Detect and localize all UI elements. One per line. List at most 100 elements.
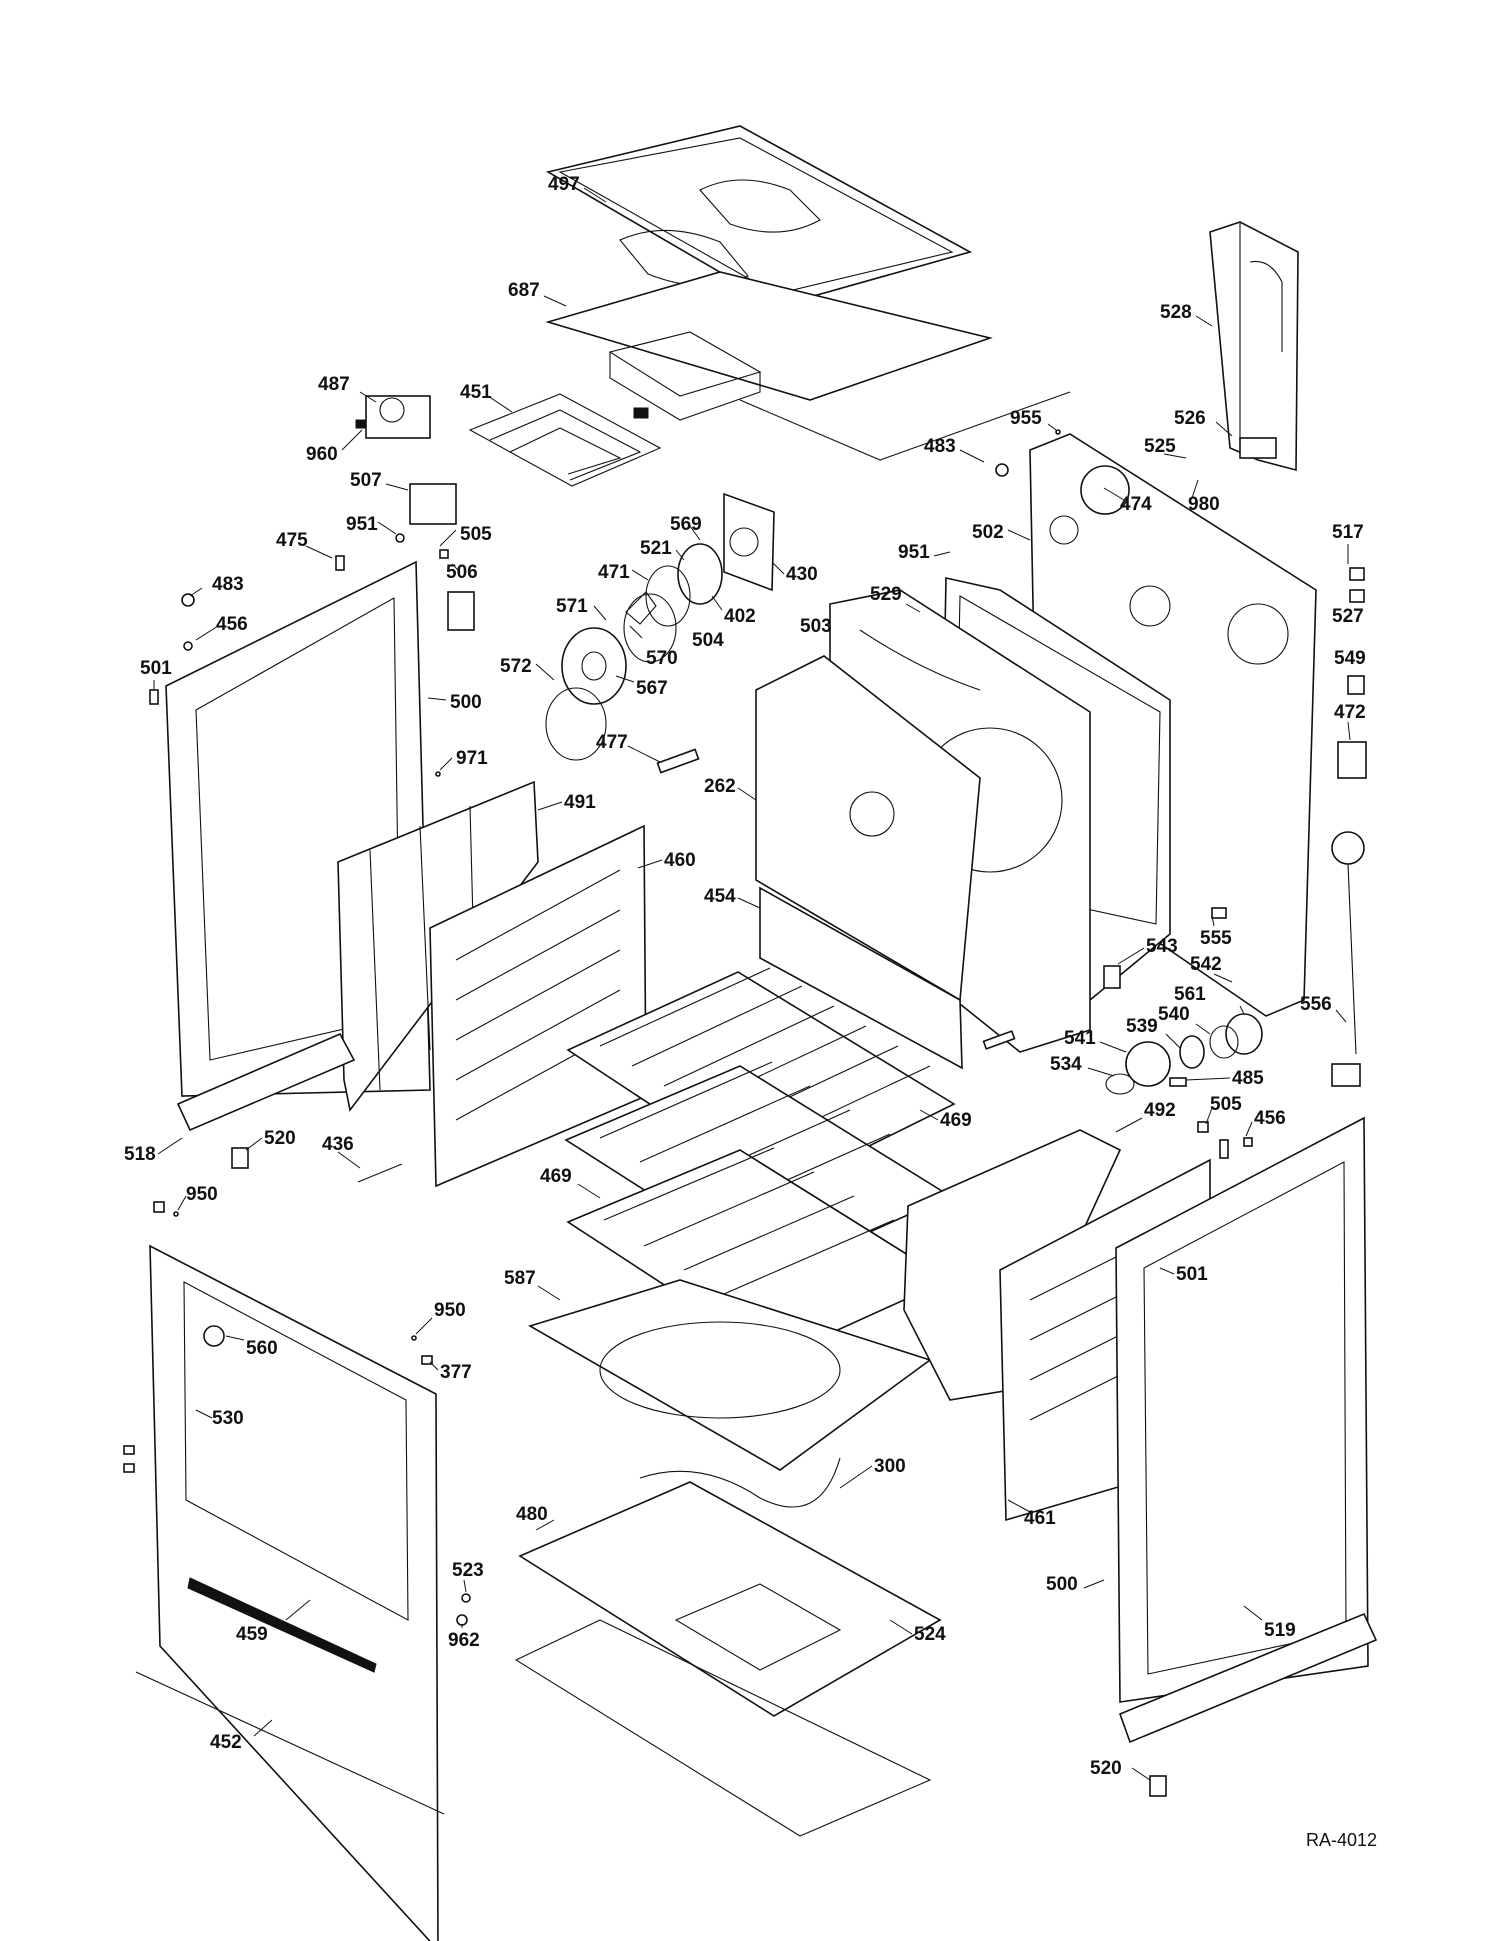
lower-baffle-part-454 xyxy=(759,886,963,1070)
front-frame-part-530 xyxy=(149,1244,439,1941)
callout-436: 436 xyxy=(322,1134,354,1155)
callout-519: 519 xyxy=(1264,1620,1296,1641)
left-base-rail-part-518 xyxy=(176,1032,356,1132)
callout-955: 955 xyxy=(1010,408,1042,429)
callout-503: 503 xyxy=(800,616,832,637)
callout-555: 555 xyxy=(1200,928,1232,949)
broil-element-part-300 xyxy=(639,1457,841,1508)
rear-vent-part-528 xyxy=(1209,221,1299,472)
callout-505: 505 xyxy=(1210,1094,1242,1115)
callout-505: 505 xyxy=(460,524,492,545)
callout-534: 534 xyxy=(1050,1054,1082,1075)
thermostat-part-487 xyxy=(355,395,431,439)
convection-fan-assembly xyxy=(561,543,723,705)
small-hardware-parts xyxy=(123,429,1367,1626)
callout-501: 501 xyxy=(140,658,172,679)
callout-950: 950 xyxy=(434,1300,466,1321)
callout-971: 971 xyxy=(456,748,488,769)
callout-262: 262 xyxy=(704,776,736,797)
sensor-part-477 xyxy=(656,748,700,774)
callout-539: 539 xyxy=(1126,1016,1158,1037)
callout-524: 524 xyxy=(914,1624,946,1645)
callout-962: 962 xyxy=(448,1630,480,1651)
callout-521: 521 xyxy=(640,538,672,559)
callout-523: 523 xyxy=(452,1560,484,1581)
callout-477: 477 xyxy=(596,732,628,753)
right-base-rail-part-519 xyxy=(1118,1612,1378,1744)
callout-500: 500 xyxy=(450,692,482,713)
module-part-507 xyxy=(409,483,457,525)
bottom-panel-part-452 xyxy=(135,1671,445,1815)
callout-542: 542 xyxy=(1190,954,1222,975)
callout-571: 571 xyxy=(556,596,588,617)
callout-501: 501 xyxy=(1176,1264,1208,1285)
callout-402: 402 xyxy=(724,606,756,627)
callout-460: 460 xyxy=(664,850,696,871)
diagram-code: RA-4012 xyxy=(1306,1830,1377,1850)
callout-480: 480 xyxy=(516,1504,548,1525)
callout-469: 469 xyxy=(940,1110,972,1131)
callout-459: 459 xyxy=(236,1624,268,1645)
fan-cover-part-430 xyxy=(723,492,775,592)
insulation-part-687 xyxy=(545,271,1071,461)
callout-549: 549 xyxy=(1334,648,1366,669)
callout-567: 567 xyxy=(636,678,668,699)
callout-540: 540 xyxy=(1158,1004,1190,1025)
cooktop-part-497 xyxy=(545,125,973,307)
leader-lines xyxy=(153,187,1351,1781)
callout-572: 572 xyxy=(500,656,532,677)
callout-507: 507 xyxy=(350,470,382,491)
callout-520: 520 xyxy=(1090,1758,1122,1779)
callout-687: 687 xyxy=(508,280,540,301)
callout-500: 500 xyxy=(1046,1574,1078,1595)
callout-587: 587 xyxy=(504,1268,536,1289)
callout-517: 517 xyxy=(1332,522,1364,543)
callout-451: 451 xyxy=(460,382,492,403)
wire-part-436 xyxy=(357,1163,403,1183)
callout-454: 454 xyxy=(704,886,736,907)
bake-element-part-451 xyxy=(468,393,662,487)
callout-541: 541 xyxy=(1064,1028,1096,1049)
callout-474: 474 xyxy=(1120,494,1152,515)
callout-497: 497 xyxy=(548,174,580,195)
callout-461: 461 xyxy=(1024,1508,1056,1529)
callout-485: 485 xyxy=(1232,1068,1264,1089)
callout-506: 506 xyxy=(446,562,478,583)
callout-377: 377 xyxy=(440,1362,472,1383)
ring-part-572 xyxy=(545,687,607,761)
callout-504: 504 xyxy=(692,630,724,651)
callout-475: 475 xyxy=(276,530,308,551)
callout-502: 502 xyxy=(972,522,1004,543)
callout-951: 951 xyxy=(346,514,378,535)
callout-525: 525 xyxy=(1144,436,1176,457)
leveling-leg-part-520-right xyxy=(1149,1775,1167,1797)
leveling-leg-part-520-left xyxy=(231,1147,249,1169)
drawer-part-480 xyxy=(518,1481,942,1717)
callout-527: 527 xyxy=(1332,606,1364,627)
callout-483: 483 xyxy=(212,574,244,595)
callout-951: 951 xyxy=(898,542,930,563)
trim-strip-part-459 xyxy=(187,1577,377,1673)
baffle-part-262 xyxy=(755,655,981,1002)
callout-960: 960 xyxy=(306,444,338,465)
callout-491: 491 xyxy=(564,792,596,813)
callout-980: 980 xyxy=(1188,494,1220,515)
callout-561: 561 xyxy=(1174,984,1206,1005)
drawer-bottom-part-524 xyxy=(514,1619,932,1837)
callout-430: 430 xyxy=(786,564,818,585)
callout-452: 452 xyxy=(210,1732,242,1753)
callout-471: 471 xyxy=(598,562,630,583)
callout-472: 472 xyxy=(1334,702,1366,723)
callout-518: 518 xyxy=(124,1144,156,1165)
callout-487: 487 xyxy=(318,374,350,395)
callout-560: 560 xyxy=(246,1338,278,1359)
callout-569: 569 xyxy=(670,514,702,535)
callout-526: 526 xyxy=(1174,408,1206,429)
callout-530: 530 xyxy=(212,1408,244,1429)
callout-483: 483 xyxy=(924,436,956,457)
callout-300: 300 xyxy=(874,1456,906,1477)
callout-543: 543 xyxy=(1146,936,1178,957)
callout-556: 556 xyxy=(1300,994,1332,1015)
callout-529: 529 xyxy=(870,584,902,605)
